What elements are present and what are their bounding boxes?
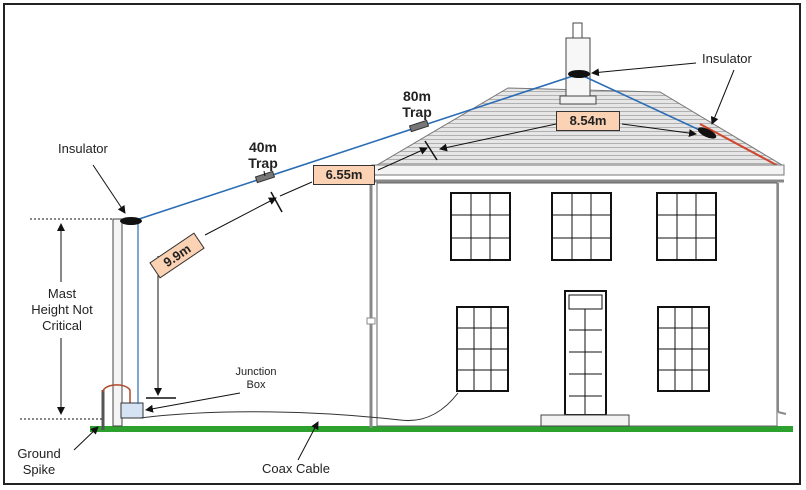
label-junction-box: Junction Box (226, 366, 286, 392)
callout-coax-cable (297, 421, 319, 461)
measure-6-55m-arrow-right (377, 147, 428, 171)
trap-40m (254, 170, 276, 184)
measure-6-55m-line (279, 181, 313, 197)
label-trap-40m-line2: Trap (248, 155, 278, 171)
label-mast-line2: Height Not (31, 302, 93, 317)
measure-8-54m-arrow-right (621, 123, 697, 138)
ground-strip (90, 426, 793, 432)
label-ground-line2: Spike (22, 462, 56, 477)
measurement-6-55m: 6.55m (313, 165, 375, 185)
downpipe-right-shoe (777, 411, 787, 415)
window-lower-left (456, 306, 509, 392)
label-insulator-right: Insulator (702, 51, 752, 66)
measure-tick-roof (424, 140, 438, 161)
insulator-right (697, 127, 717, 139)
junction-box (120, 402, 144, 419)
window-upper-right (656, 192, 717, 261)
label-junction-line2: Box (246, 379, 266, 391)
house-wall (376, 182, 778, 427)
label-junction-line1: Junction (235, 366, 277, 378)
measurement-8-54m: 8.54m (556, 111, 620, 131)
callout-trap-40m (263, 170, 266, 177)
callout-junction-box (145, 392, 241, 413)
chimney-base (559, 95, 597, 105)
label-insulator-left: Insulator (58, 141, 108, 156)
measure-9-9m-arrow-top (204, 197, 277, 236)
measure-8-54m-arrow-left (439, 123, 557, 152)
label-ground-spike: Ground Spike (10, 446, 68, 478)
label-trap-80m: 80m Trap (399, 88, 435, 120)
door-step (540, 414, 630, 427)
callout-insulator-right (710, 69, 735, 125)
label-trap-80m-line2: Trap (402, 104, 432, 120)
label-mast-line1: Mast (47, 286, 77, 301)
label-trap-80m-line1: 80m (402, 88, 432, 104)
measure-tick-mid (270, 191, 283, 213)
roof-red-edge (699, 123, 783, 169)
trap-80m (408, 119, 430, 133)
label-trap-40m: 40m Trap (245, 139, 281, 171)
label-mast-height: Mast Height Not Critical (24, 286, 100, 334)
window-upper-middle (551, 192, 612, 261)
downpipe-left-bracket (366, 317, 376, 325)
mast-pole (112, 218, 123, 427)
window-upper-left (450, 192, 511, 261)
label-ground-line1: Ground (17, 446, 61, 461)
mast-feed-wire (102, 384, 131, 404)
label-mast-line3: Critical (42, 318, 82, 333)
coax-cable-path (139, 392, 459, 422)
insulator-top (568, 70, 590, 78)
label-trap-40m-line1: 40m (248, 139, 278, 155)
callout-insulator-top (591, 62, 697, 77)
callout-insulator-left (92, 164, 126, 214)
callout-ground-spike (73, 426, 99, 451)
label-coax-cable: Coax Cable (262, 461, 330, 476)
window-lower-right (657, 306, 710, 392)
diagram-border (3, 3, 801, 485)
insulator-left (120, 217, 142, 225)
